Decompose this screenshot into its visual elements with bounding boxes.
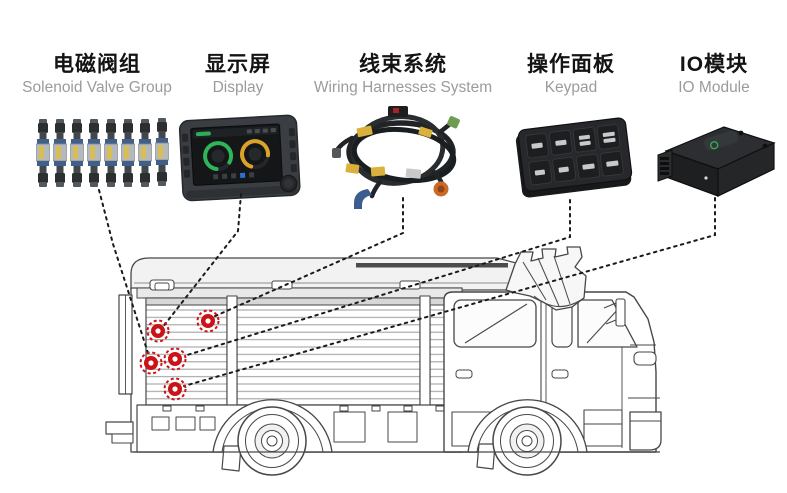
- label-en: IO Module: [678, 79, 750, 96]
- keypad-image: [515, 117, 633, 198]
- solenoid-valve-group-image: [36, 118, 169, 187]
- fire-truck-illustration: [105, 246, 662, 476]
- front-wheel: [467, 399, 588, 476]
- front-bumper: [629, 411, 662, 451]
- location-marker: [163, 377, 187, 401]
- ladder-rack: [505, 246, 587, 311]
- label-en: Display: [212, 79, 264, 96]
- install-markers: [139, 309, 220, 401]
- headlight: [633, 351, 657, 366]
- location-marker: [146, 319, 170, 343]
- connector-line-display: [161, 193, 242, 329]
- label-zh: IO模块: [679, 53, 749, 76]
- io-module-image: [657, 126, 776, 197]
- display-image: [178, 114, 301, 202]
- location-marker: [163, 347, 187, 371]
- label-solenoid-valve-group: 电磁阀组 Solenoid Valve Group: [22, 52, 172, 97]
- label-zh: 操作面板: [527, 53, 615, 76]
- label-zh: 显示屏: [205, 53, 271, 76]
- location-marker: [196, 309, 220, 333]
- rear-wheel: [212, 399, 333, 476]
- label-en: Solenoid Valve Group: [22, 79, 172, 96]
- label-zh: 电磁阀组: [53, 53, 141, 76]
- label-en: Keypad: [544, 79, 598, 96]
- label-zh: 线束系统: [358, 53, 447, 76]
- label-keypad: 操作面板 Keypad: [527, 52, 615, 97]
- boom-arm: [356, 263, 508, 268]
- connector-line-solenoid: [98, 189, 149, 354]
- label-en: Wiring Harnesses System: [313, 79, 493, 96]
- connector-line-io: [183, 197, 716, 387]
- label-wiring-harness: 线束系统 Wiring Harnesses System: [314, 52, 492, 97]
- location-marker: [139, 351, 163, 375]
- wiring-harness-image: [332, 106, 460, 209]
- connector-line-wiring: [212, 197, 404, 318]
- label-display: 显示屏 Display: [205, 52, 271, 97]
- label-io-module: IO模块 IO Module: [678, 52, 750, 97]
- connector-line-keypad: [183, 199, 571, 357]
